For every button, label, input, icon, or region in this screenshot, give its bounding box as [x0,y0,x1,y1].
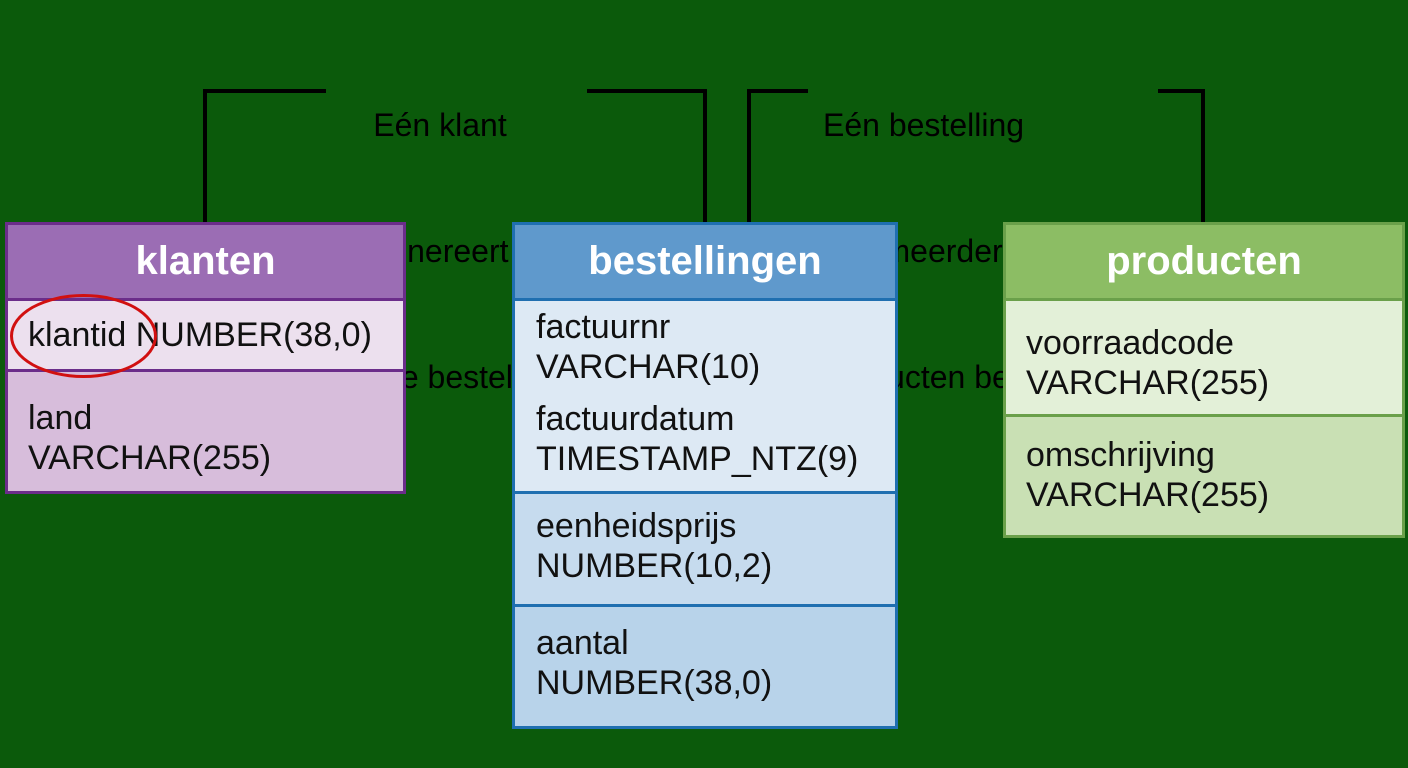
field-name: factuurdatum [536,400,735,438]
annotation-line: Eén bestelling [823,107,1025,143]
table-klanten: klanten klantid NUMBER(38,0) land VARCHA… [5,222,406,494]
field-type: TIMESTAMP_NTZ(9) [536,440,859,478]
table-field-factuurnr: factuurnr VARCHAR(10) [536,307,895,387]
field-type: NUMBER(10,2) [536,547,773,585]
table-field-land: land VARCHAR(255) [8,369,403,478]
field-type: NUMBER(38,0) [536,664,773,702]
field-name: land [28,399,93,437]
connector-klanten-bestellingen-right [587,89,707,222]
field-type: VARCHAR(10) [536,348,761,386]
field-type: VARCHAR(255) [1026,364,1270,402]
highlight-circle [10,294,157,378]
table-producten: producten voorraadcode VARCHAR(255) omsc… [1003,222,1405,538]
field-name: voorraadcode [1026,324,1234,362]
annotation-line: Eén klant [373,107,507,143]
field-type: VARCHAR(255) [28,439,272,477]
table-field-eenheidsprijs: eenheidsprijs NUMBER(10,2) [515,491,895,604]
table-field-omschrijving: omschrijving VARCHAR(255) [1006,414,1402,515]
table-header-producten: producten [1006,225,1402,298]
field-name: omschrijving [1026,436,1215,474]
field-name: factuurnr [536,308,671,346]
table-field-voorraadcode: voorraadcode VARCHAR(255) [1006,298,1402,414]
table-bestellingen: bestellingen factuurnr VARCHAR(10) factu… [512,222,898,729]
connector-bestellingen-producten [747,89,808,222]
table-header-bestellingen: bestellingen [515,225,895,298]
field-type: NUMBER(38,0) [135,316,372,354]
table-field-factuurdatum: factuurdatum TIMESTAMP_NTZ(9) [536,399,895,479]
annotation-bestelling-producten: Eén bestelling kan meerdere producten be… [823,20,1163,440]
table-header-klanten: klanten [8,225,403,298]
field-name: aantal [536,624,629,662]
field-name: eenheidsprijs [536,507,737,545]
connector-klanten-bestellingen [203,89,326,222]
table-field-aantal: aantal NUMBER(38,0) [515,604,895,703]
field-type: VARCHAR(255) [1026,476,1270,514]
table-field-group: factuurnr VARCHAR(10) factuurdatum TIMES… [515,298,895,491]
connector-bestellingen-producten-right [1158,89,1205,222]
